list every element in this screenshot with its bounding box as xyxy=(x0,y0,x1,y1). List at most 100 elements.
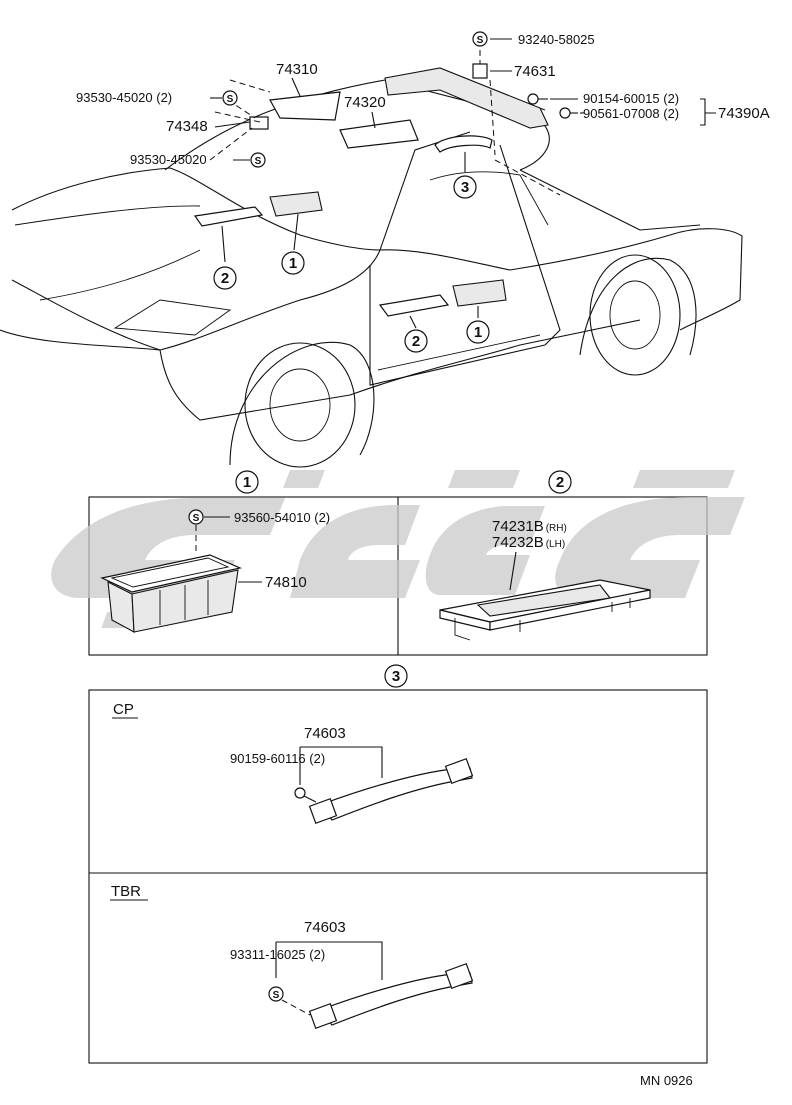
b-pillar xyxy=(499,144,561,346)
cp-grip-end-left xyxy=(308,798,338,824)
cp-screw-icon xyxy=(294,787,306,799)
footer-code: MN 0926 xyxy=(640,1073,693,1088)
tbr-bracket-74603 xyxy=(275,941,383,980)
callout-circle-detail-1 xyxy=(235,470,259,494)
front-wheel-hub xyxy=(269,368,331,442)
label-93240-58025: 93240-58025 xyxy=(518,32,595,47)
callout-1-door: 1 xyxy=(474,324,482,341)
front-wheel-arch xyxy=(229,341,375,466)
watermark-shape-2 xyxy=(290,505,420,598)
callout-circle-detail-2 xyxy=(548,470,572,494)
s-symbol-letter: S xyxy=(273,990,280,1001)
tbr-grip-handle xyxy=(319,972,473,1026)
cp-label-74603: 74603 xyxy=(304,725,346,742)
label-74348: 74348 xyxy=(166,118,208,135)
pocket-74810-opening xyxy=(110,557,230,588)
s-symbol-icon xyxy=(222,90,238,106)
door-lower-line xyxy=(377,334,541,371)
tbr-leader-dash xyxy=(281,999,311,1016)
bolt-90154-icon xyxy=(527,93,539,105)
tbr-grip-end-right xyxy=(444,963,474,989)
cp-label-90159-60116: 90159-60116 (2) xyxy=(230,751,325,766)
bracket-74390A xyxy=(700,98,716,126)
hood-front-edge xyxy=(11,249,381,351)
detail-3-callout: 3 xyxy=(392,668,400,685)
trim-part-door xyxy=(378,294,450,317)
hood-crease-1 xyxy=(14,205,201,226)
callout-2-dash: 2 xyxy=(221,270,229,287)
s-symbol-letter: S xyxy=(193,513,200,524)
sunvisor-part-74310 xyxy=(269,91,341,121)
label-74310: 74310 xyxy=(276,61,318,78)
trim-part-dash xyxy=(193,206,264,227)
s-symbol-icon xyxy=(250,152,266,168)
callout-1-dash: 1 xyxy=(289,255,297,272)
watermark-shape-4 xyxy=(555,497,745,598)
part-74231B: 74231B xyxy=(492,518,544,535)
leader-74310 xyxy=(291,77,301,97)
cp-grip-end-right xyxy=(444,758,474,784)
overview-labels: 74310 74320 74348 93530-45020 (2) 93530-… xyxy=(76,32,770,167)
pocket-part-dash xyxy=(269,191,323,217)
clip-part-74631 xyxy=(472,63,488,79)
rear-wheel-hub xyxy=(609,280,661,350)
label-74231B: 74231B(RH) xyxy=(492,518,567,535)
tag-rh: (RH) xyxy=(546,523,567,534)
label-93530-45020-2: 93530-45020 (2) xyxy=(76,90,172,105)
tbr-label-74603: 74603 xyxy=(304,919,346,936)
s-symbol-icon xyxy=(188,509,204,525)
sunvisor-part-74320 xyxy=(339,119,419,149)
roof-grip-part xyxy=(434,135,493,153)
s-symbol-letter: S xyxy=(477,35,484,46)
label-74232B: 74232B(LH) xyxy=(492,534,565,551)
overview-callouts: 1 2 1 2 3 xyxy=(213,175,490,353)
tbr-label-93311-16025: 93311-16025 (2) xyxy=(230,947,325,962)
cp-screw-shank xyxy=(303,795,317,803)
tbr-section-title: TBR xyxy=(111,883,141,900)
leader-74320 xyxy=(371,111,376,129)
callout-circle-2-door xyxy=(404,329,428,353)
overview-s-symbols: S S S xyxy=(222,31,488,168)
tbr-grip-end-left xyxy=(308,1003,338,1029)
cp-bracket-74603 xyxy=(299,746,383,785)
leader-c2-door xyxy=(409,315,417,329)
rear-wheel-arch xyxy=(579,257,697,356)
label-90154-60015: 90154-60015 (2) xyxy=(583,91,679,106)
cp-section-title: CP xyxy=(113,701,134,718)
hood-vent xyxy=(113,299,232,336)
watermark-shape-3 xyxy=(425,506,545,595)
pocket-74810-ribs xyxy=(159,580,209,625)
trim-74231B-tabs xyxy=(454,598,631,641)
leader-dash-roof xyxy=(479,50,561,196)
leader-74231B xyxy=(509,551,517,591)
body-side-line xyxy=(0,319,641,421)
label-74320: 74320 xyxy=(344,94,386,111)
overview-leaders xyxy=(210,38,716,329)
detail-section-3: 3 CP 74603 90159-60116 (2) TBR 74603 933… xyxy=(88,664,708,1064)
trim-74231B-edge-front xyxy=(489,589,651,631)
door-outline xyxy=(369,265,546,386)
leader-dash-visor xyxy=(209,79,271,161)
car-overview-illustration xyxy=(0,50,743,468)
leader-c1-dash xyxy=(293,213,299,251)
visor-holder-part-74348 xyxy=(249,116,269,130)
detail-2-callout: 2 xyxy=(556,474,564,491)
watermark-dash-3 xyxy=(633,470,735,488)
detail-3-frame xyxy=(88,689,708,1064)
part-74232B: 74232B xyxy=(492,534,544,551)
s-symbol-letter: S xyxy=(255,156,262,167)
rear-window xyxy=(519,169,701,231)
bolt-90561-icon xyxy=(559,107,571,119)
watermark-dash-1 xyxy=(283,470,325,488)
detail-1-content: S 93560-54010 (2) 74810 xyxy=(100,509,330,633)
watermark-dash-2 xyxy=(448,470,520,488)
callout-3-roof: 3 xyxy=(461,179,469,196)
hood-crease-2 xyxy=(39,249,201,301)
label-90561-07008: 90561-07008 (2) xyxy=(583,106,679,121)
rear-wheel xyxy=(589,254,681,376)
leader-74348 xyxy=(214,121,251,128)
detail-2-content: 74231B(RH) 74232B(LH) xyxy=(439,518,651,641)
callout-circle-3-roof xyxy=(453,175,477,199)
